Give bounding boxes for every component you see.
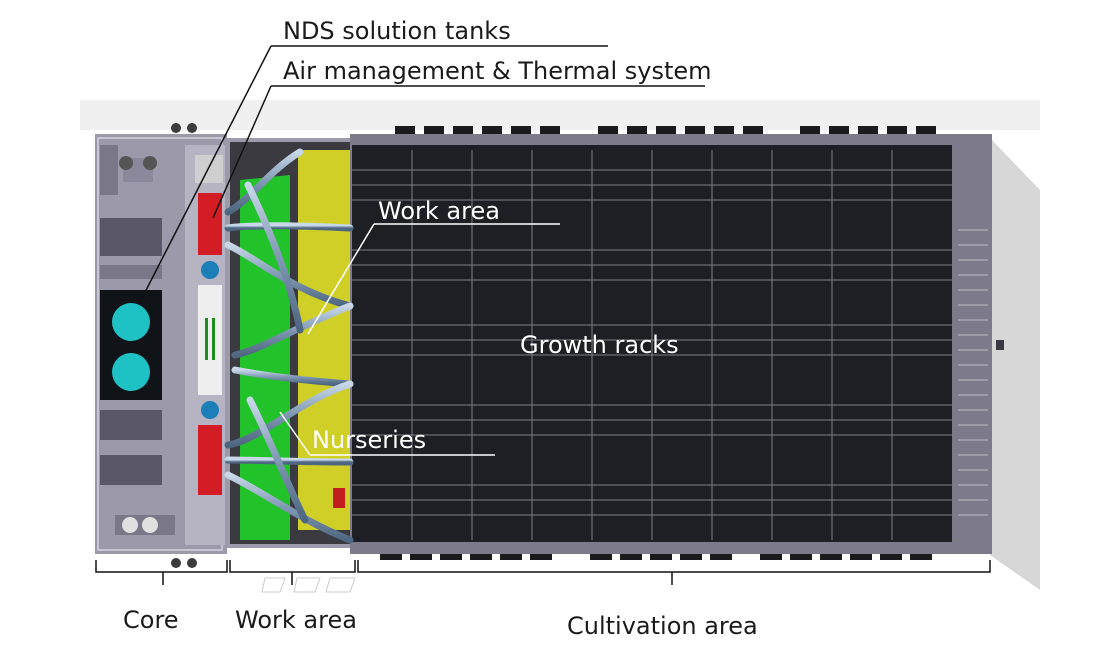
hvac-unit-top bbox=[198, 193, 222, 255]
zone-braces bbox=[95, 560, 991, 585]
callout-lines bbox=[139, 45, 705, 303]
nurseries-label: Nurseries bbox=[312, 426, 427, 454]
air-ducts bbox=[224, 146, 959, 544]
roof-strip bbox=[80, 100, 1040, 130]
bottom-equipment-row bbox=[380, 553, 932, 560]
callout-lines-white bbox=[279, 223, 560, 456]
hvac-unit-bottom bbox=[198, 425, 222, 495]
nds-tanks-label: NDS solution tanks bbox=[283, 17, 511, 45]
work-area-callout: Work area bbox=[378, 197, 500, 225]
zone-core-label: Core bbox=[123, 606, 179, 634]
ground-marks bbox=[261, 577, 356, 593]
building-shadow bbox=[990, 138, 1040, 590]
nds-tank-top bbox=[112, 303, 150, 341]
work-yellow-zone bbox=[298, 150, 350, 530]
rack-grid bbox=[352, 150, 952, 540]
growth-racks-label: Growth racks bbox=[520, 331, 679, 359]
nds-tank-bottom bbox=[112, 353, 150, 391]
zone-work-area-label: Work area bbox=[235, 606, 357, 634]
top-equipment-row bbox=[395, 126, 936, 134]
nursery-zone bbox=[240, 175, 290, 540]
air-thermal-label: Air management & Thermal system bbox=[283, 57, 712, 85]
rack-ends bbox=[958, 229, 988, 516]
zone-cultivation-label: Cultivation area bbox=[567, 612, 758, 640]
